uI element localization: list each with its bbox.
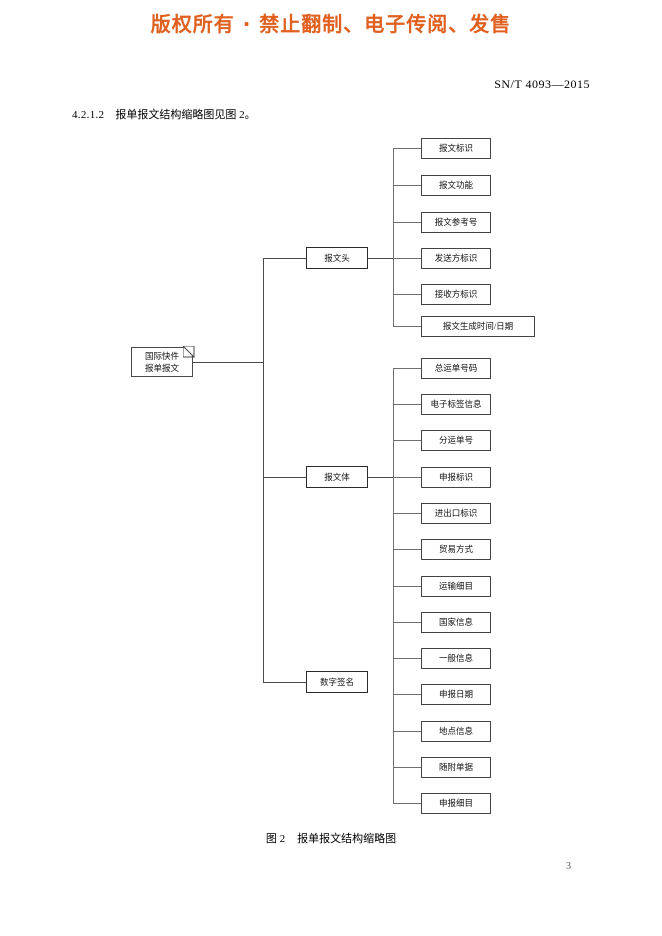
diagram-leaf-house-awb-no: 分运单号 xyxy=(421,430,491,451)
diagram-leaf-message-reference-no: 报文参考号 xyxy=(421,212,491,233)
connector-leaf xyxy=(393,513,421,514)
diagram-leaf-message-creation-datetime: 报文生成时间/日期 xyxy=(421,316,535,337)
diagram-leaf-general-info: 一般信息 xyxy=(421,648,491,669)
diagram-leaf-country-info: 国家信息 xyxy=(421,612,491,633)
connector-trunk-to-signature xyxy=(263,682,308,683)
connector-body-spine xyxy=(393,368,394,803)
diagram-leaf-message-id: 报文标识 xyxy=(421,138,491,159)
connector-leaf xyxy=(393,148,421,149)
diagram-leaf-master-awb-no: 总运单号码 xyxy=(421,358,491,379)
connector-leaf xyxy=(393,658,421,659)
connector-leaf xyxy=(393,440,421,441)
connector-leaf xyxy=(393,368,421,369)
diagram-leaf-import-export-id: 进出口标识 xyxy=(421,503,491,524)
diagram-node-message-body: 报文体 xyxy=(306,466,368,488)
diagram-leaf-declaration-date: 申报日期 xyxy=(421,684,491,705)
connector-leaf xyxy=(393,549,421,550)
diagram-leaf-declaration-id: 申报标识 xyxy=(421,467,491,488)
diagram-leaf-trade-mode: 贸易方式 xyxy=(421,539,491,560)
diagram-node-message-header: 报文头 xyxy=(306,247,368,269)
diagram-leaf-e-tag-info: 电子标签信息 xyxy=(421,394,491,415)
root-node-line2: 报单报文 xyxy=(144,362,179,373)
connector-trunk-to-body xyxy=(263,477,308,478)
clause-number: 4.2.1.2 xyxy=(72,109,105,121)
connector-leaf xyxy=(393,222,421,223)
root-fold-corner-icon xyxy=(183,346,195,358)
diagram-leaf-transport-details: 运输细目 xyxy=(421,576,491,597)
connector-leaf xyxy=(393,586,421,587)
connector-leaf xyxy=(393,258,421,259)
connector-leaf xyxy=(393,185,421,186)
connector-leaf xyxy=(393,477,421,478)
diagram-leaf-declaration-details: 申报细目 xyxy=(421,793,491,814)
figure-caption-title: 报单报文结构缩略图 xyxy=(297,833,397,845)
figure-caption-label: 图 2 xyxy=(265,833,286,845)
diagram-leaf-receiver-id: 接收方标识 xyxy=(421,284,491,305)
copyright-watermark: 版权所有 · 禁止翻制、电子传阅、发售 xyxy=(150,12,512,36)
standard-number-header: SN/T 4093—2015 xyxy=(494,77,590,91)
connector-leaf xyxy=(393,622,421,623)
connector-leaf xyxy=(393,803,421,804)
connector-leaf xyxy=(393,326,421,327)
connector-leaf xyxy=(393,404,421,405)
diagram-leaf-sender-id: 发送方标识 xyxy=(421,248,491,269)
connector-header-spine xyxy=(393,148,394,326)
connector-main-trunk xyxy=(263,258,264,682)
clause-paragraph: 4.2.1.2 报单报文结构缩略图见图 2。 xyxy=(72,106,256,122)
connector-leaf xyxy=(393,694,421,695)
connector-trunk-to-header xyxy=(263,258,308,259)
connector-leaf xyxy=(393,767,421,768)
connector-header-to-spine xyxy=(368,258,393,259)
diagram-leaf-location-info: 地点信息 xyxy=(421,721,491,742)
connector-leaf xyxy=(393,294,421,295)
connector-leaf xyxy=(393,731,421,732)
page-number: 3 xyxy=(566,861,571,872)
diagram-leaf-attached-documents: 随附单据 xyxy=(421,757,491,778)
diagram-node-digital-signature: 数字签名 xyxy=(306,671,368,693)
clause-text: 报单报文结构缩略图见图 2。 xyxy=(115,109,256,121)
root-node-line1: 国际快件 xyxy=(144,351,179,362)
connector-body-to-spine xyxy=(368,477,393,478)
diagram-leaf-message-function: 报文功能 xyxy=(421,175,491,196)
figure-caption: 图 2 报单报文结构缩略图 xyxy=(0,830,662,846)
connector-root-to-trunk xyxy=(193,362,263,363)
